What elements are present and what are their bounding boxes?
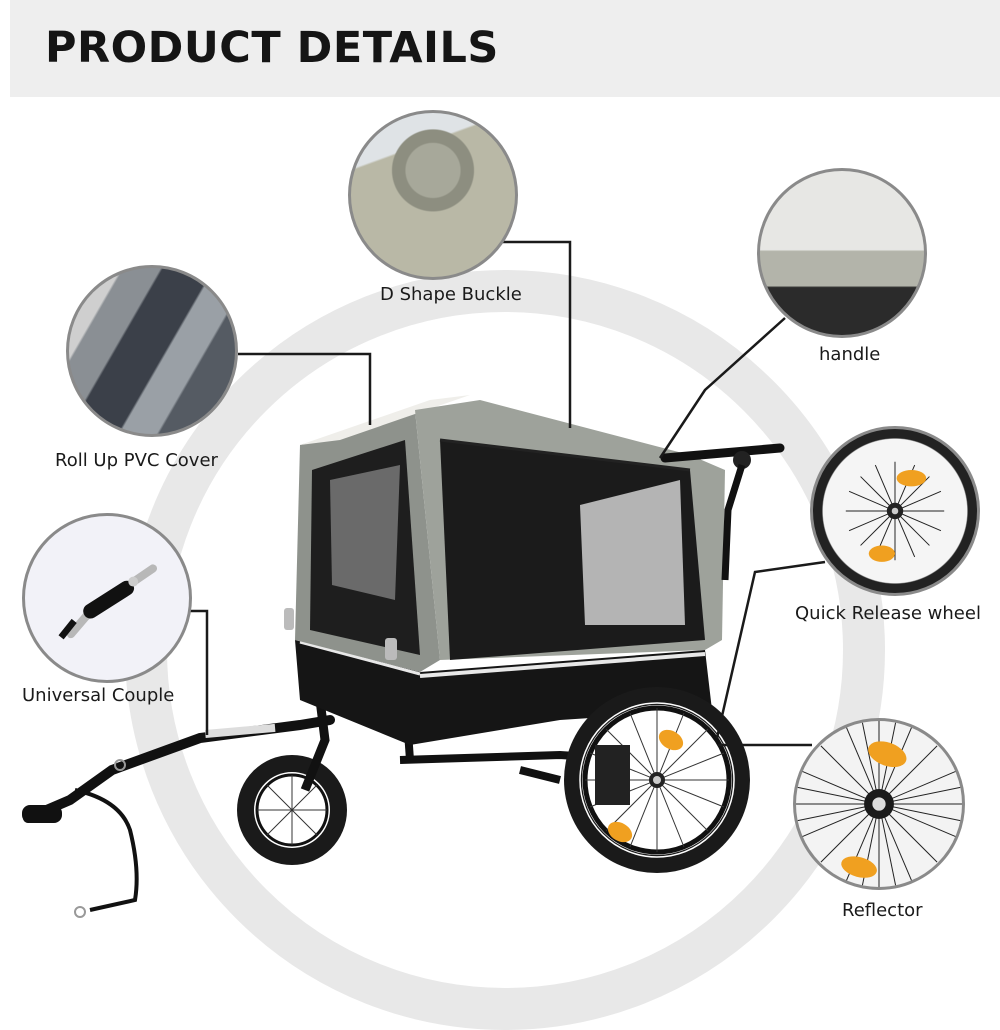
background-ring	[125, 270, 885, 1030]
quick-release-wheel-label: Quick Release wheel	[795, 603, 981, 624]
handle-label: handle	[819, 344, 881, 365]
wheel-spokes-icon	[845, 461, 945, 562]
d-shape-buckle-label: D Shape Buckle	[380, 284, 522, 305]
roll-up-pvc-cover-label: Roll Up PVC Cover	[55, 450, 218, 471]
header-banner: PRODUCT DETAILS	[10, 0, 1000, 97]
d-shape-buckle-photo	[348, 110, 518, 280]
universal-couple-label: Universal Couple	[22, 685, 175, 706]
universal-couple-photo	[22, 513, 192, 683]
page-title: PRODUCT DETAILS	[45, 23, 499, 73]
pvc-cover-photo	[66, 265, 238, 437]
quick-release-wheel-photo	[810, 426, 980, 596]
reflector-label: Reflector	[842, 900, 923, 921]
handle-photo	[757, 168, 927, 338]
reflector-photo	[793, 718, 965, 890]
hitch-coupler-icon	[58, 564, 158, 640]
reflector-spokes-icon	[796, 721, 962, 887]
